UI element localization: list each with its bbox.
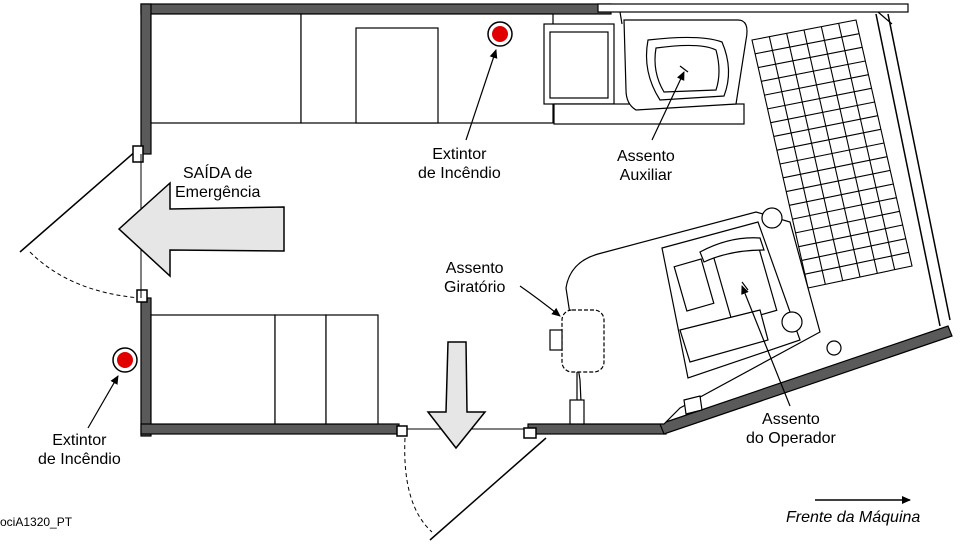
fire-extinguisher-top — [487, 21, 513, 47]
label-operator-seat: Assento do Operador — [746, 411, 836, 447]
leader-extinguisher-left — [87, 375, 119, 429]
bottom-door — [396, 425, 547, 541]
frame-rail-bottom — [659, 325, 953, 435]
window-grid — [751, 13, 951, 327]
fire-extinguisher-left — [112, 347, 138, 373]
leader-swivel-seat — [519, 285, 561, 317]
leader-aux-seat — [651, 71, 685, 141]
label-swivel-seat: Assento Giratório — [444, 260, 506, 296]
door-arrow — [426, 341, 487, 450]
lower-cabinets — [150, 314, 379, 425]
label-emergency-exit: SAÍDA de Emergência — [175, 165, 261, 201]
operator-console — [565, 207, 842, 425]
figure-code: ociA1320_PT — [0, 515, 73, 529]
swivel-seat — [549, 309, 605, 425]
label-extinguisher-left: Extintor de Incêndio — [38, 432, 121, 468]
leader-operator-seat — [741, 285, 791, 407]
emergency-exit-arrow — [117, 181, 285, 278]
upper-cabinets — [150, 13, 554, 124]
leader-extinguisher-top — [465, 49, 498, 141]
label-extinguisher-top: Extintor de Incêndio — [418, 146, 501, 182]
auxiliary-seat — [543, 19, 748, 125]
label-aux-seat: Assento Auxiliar — [617, 148, 675, 184]
front-of-machine-label: Frente da Máquina — [786, 509, 921, 526]
